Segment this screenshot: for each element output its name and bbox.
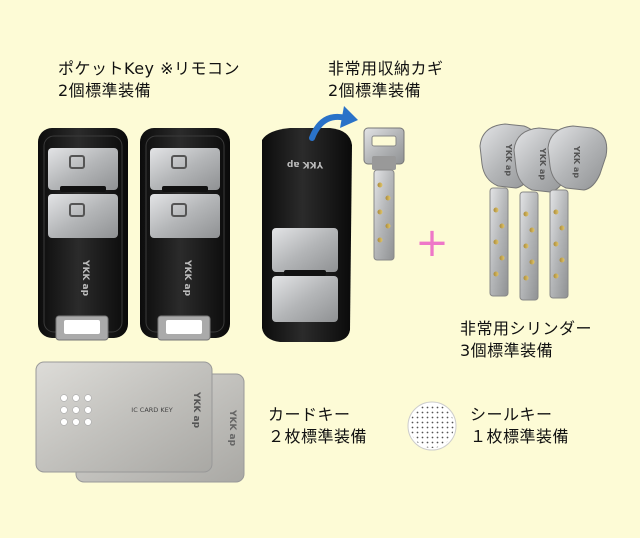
pocket-key-label: ポケットKey ※リモコン 2個標準装備 xyxy=(58,58,240,102)
lock-button-icon xyxy=(48,148,118,190)
emergency-key-name: 非常用収納カギ xyxy=(328,59,444,78)
svg-text:YKK ap: YKK ap xyxy=(227,409,237,447)
card-logo: YKK ap xyxy=(191,391,201,429)
card-text: IC CARD KEY xyxy=(131,406,172,414)
pocket-key-remote-open: YKK ap xyxy=(262,128,352,342)
pocket-key-qty: 2個標準装備 xyxy=(58,81,152,100)
emergency-key-label: 非常用収納カギ 2個標準装備 xyxy=(328,58,444,102)
pocket-key-remote-2: YKK ap xyxy=(140,128,230,341)
card-key-name: カードキー xyxy=(268,405,351,424)
svg-text:YKK ap: YKK ap xyxy=(572,145,581,178)
emergency-cylinder-qty: 3個標準装備 xyxy=(460,341,554,360)
pocket-key-name: ポケットKey ※リモコン xyxy=(58,59,241,78)
card-key-qty: ２枚標準装備 xyxy=(268,427,368,446)
cylinder-key-3: YKK ap xyxy=(547,125,608,299)
svg-text:YKK ap: YKK ap xyxy=(286,159,324,169)
plus-symbol: + xyxy=(415,220,449,266)
seal-key-icon xyxy=(407,401,457,451)
emergency-storage-key xyxy=(363,127,405,261)
remote-logo: YKK ap xyxy=(80,259,90,297)
emergency-cylinder-name: 非常用シリンダー xyxy=(460,319,593,338)
svg-text:YKK ap: YKK ap xyxy=(538,147,547,180)
cylinder-logo: YKK ap xyxy=(504,143,513,176)
seal-key-qty: １枚標準装備 xyxy=(470,427,570,446)
emergency-cylinder-label: 非常用シリンダー 3個標準装備 xyxy=(460,318,592,362)
pocket-key-remote-1: YKK ap xyxy=(38,128,128,341)
emergency-key-qty: 2個標準装備 xyxy=(328,81,422,100)
lock-button-icon xyxy=(150,148,220,190)
card-key-front: IC CARD KEY YKK ap xyxy=(35,361,213,473)
seal-key-name: シールキー xyxy=(470,405,553,424)
seal-key-label: シールキー １枚標準装備 xyxy=(470,404,569,448)
remote-logo: YKK ap xyxy=(182,259,192,297)
card-key-label: カードキー ２枚標準装備 xyxy=(268,404,367,448)
